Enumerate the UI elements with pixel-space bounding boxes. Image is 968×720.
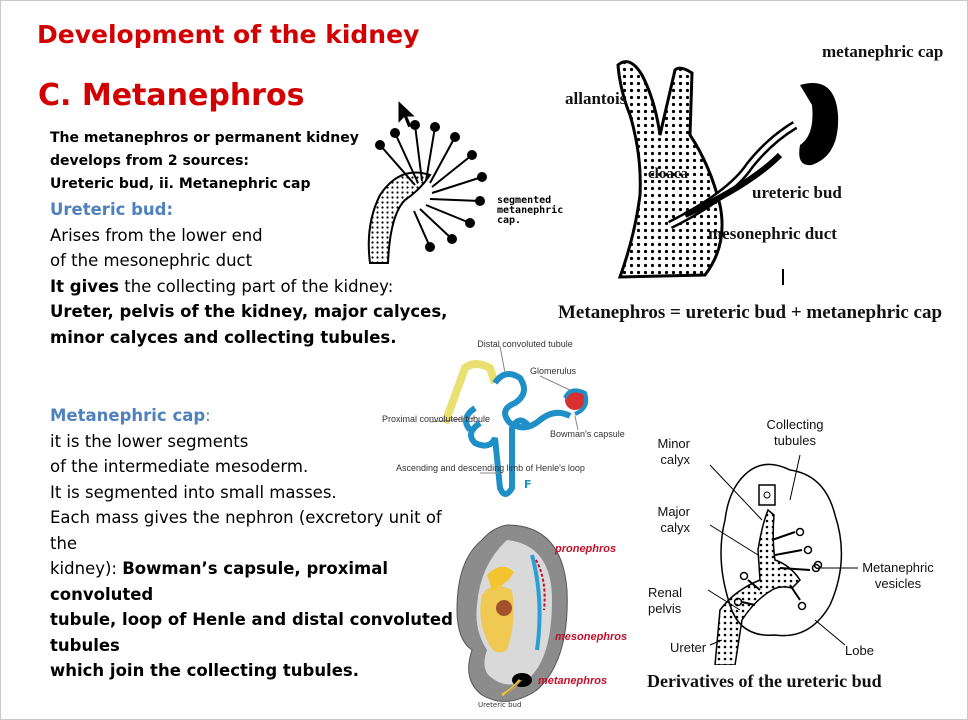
text-line: of the intermediate mesoderm. [50,457,309,476]
figure-letter: F [524,478,532,491]
collecting-tubules-label: Collecting tubules [765,417,825,449]
metanephros-label: metanephros [538,675,608,687]
text-span: the collecting part of the kidney: [119,276,394,296]
intro-line: develops from 2 sources: [50,153,250,169]
text-line: Each mass gives the nephron (excretory u… [50,508,442,527]
renal-pelvis-label: Renal pelvis [648,585,692,617]
metanephros-equation: Metanephros = ureteric bud + metanephric… [558,302,943,323]
embryo-ureteric-bud-label: Ureteric bud [478,701,522,709]
intro-line: Ureteric bud, ii. Metanephric cap [50,176,311,192]
bowman-capsule-label: Bowman's capsule [550,429,625,439]
label-line: segmented [497,195,552,206]
metanephric-vesicles-label: Metanephric vesicles [858,560,938,592]
text-line: Arises from the lower end [50,225,263,245]
mouse-cursor-icon [397,98,418,129]
metanephric-cap-heading-line: Metanephric cap: [50,403,470,429]
text-line: of the mesonephric duct [50,251,253,270]
text-line: tubule, loop of Henle and distal convolu… [50,610,453,629]
label-text: Minor calyx [657,436,690,467]
bold-phrase: Bowman’s capsule, proximal [122,559,389,578]
text-line: the [50,533,78,553]
text-line: It gives the collecting part of the kidn… [50,274,470,300]
nephron-diagram [429,345,589,497]
ureteric-bud-block: Ureteric bud: Arises from the lower end … [50,197,470,350]
segmented-cap-label: segmented metanephric cap. [497,196,563,226]
mesonephric-duct-label: mesonephric duct [708,224,837,243]
label-text: Renal pelvis [648,585,682,616]
label-line: cap. [497,215,522,226]
minor-calyx-label: Minor calyx [648,436,690,468]
text-line: tubules [50,635,120,655]
cloaca-label: cloaca [648,166,688,182]
distal-tubule-label: Distal convoluted tubule [477,339,573,349]
derivatives-diagram [707,454,858,665]
ureteric-bud-label: ureteric bud [752,183,842,202]
label-text: Metanephric vesicles [862,560,934,591]
label-line: metanephric [497,205,564,216]
label-text: Major calyx [657,504,690,535]
metanephric-cap-heading: Metanephric cap [50,406,206,425]
derivatives-caption: Derivatives of the ureteric bud [647,671,882,691]
slide-header: Development of the kidney [37,20,420,49]
lobe-label: Lobe [845,643,874,658]
bold-phrase: It gives [50,276,120,296]
intro-block: The metanephros or permanent kidney deve… [50,127,370,196]
metanephros-diagram [616,60,839,285]
section-title: C. Metanephros [38,78,305,113]
ureter-label: Ureter [670,640,707,655]
glomerulus-label: Glomerulus [530,366,577,376]
metanephric-cap-block: Metanephric cap: it is the lower segment… [50,403,470,684]
heading-colon: : [205,406,211,425]
text-line: it is the lower segments [50,431,249,451]
text-line: Ureter, pelvis of the kidney, major caly… [50,302,448,321]
text-line: kidney): Bowman’s capsule, proximal [50,556,470,582]
metanephric-cap-label: metanephric cap [822,42,944,61]
label-text: Collecting tubules [766,417,824,448]
text-line: convoluted [50,584,154,604]
allantois-label: allantois [565,89,627,108]
proximal-tubule-label: Proximal convoluted tubule [382,414,491,424]
text-line: which join the collecting tubules. [50,661,359,680]
segmented-cap-figure [367,120,487,264]
mesonephros-label: mesonephros [555,631,628,643]
text-span: kidney): [50,559,123,578]
pronephros-label: pronephros [555,543,617,555]
intro-line: The metanephros or permanent kidney [50,130,359,146]
text-line: minor calyces and collecting tubules. [50,327,397,347]
henle-loop-label: Ascending and descending limb of Henle's… [396,463,585,473]
text-line: It is segmented into small masses. [50,482,337,502]
major-calyx-label: Major calyx [648,504,690,536]
ureteric-bud-heading: Ureteric bud: [50,200,174,219]
embryo-diagram [456,524,568,703]
